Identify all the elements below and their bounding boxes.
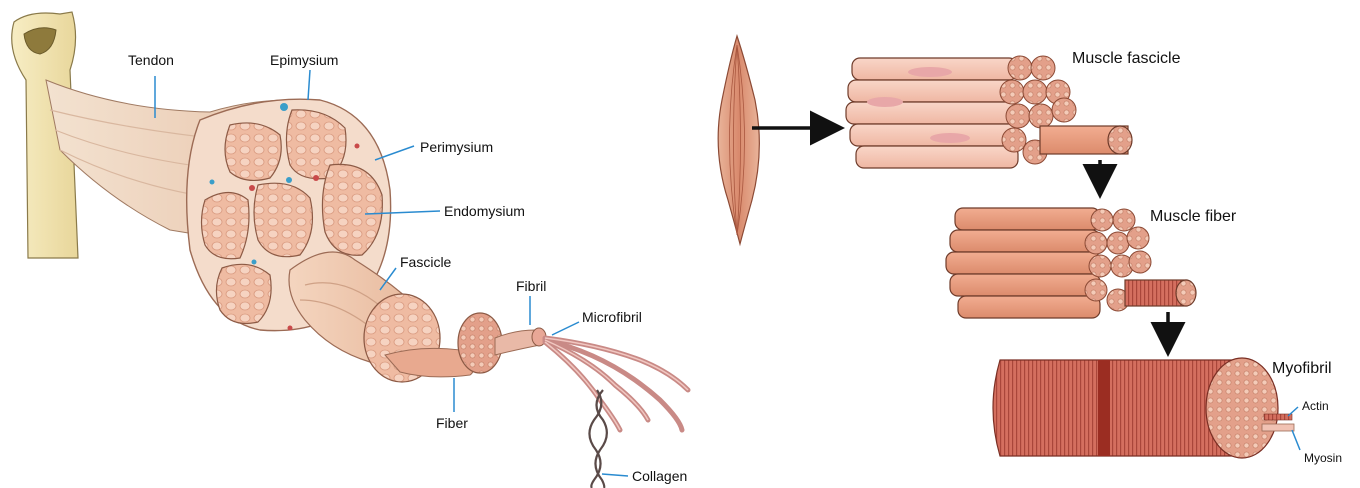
- right-diagram: Muscle fascicle Muscle fiber Myofibril A…: [718, 36, 1342, 465]
- label-collagen: Collagen: [632, 468, 687, 484]
- label-muscle-fascicle: Muscle fascicle: [1072, 50, 1181, 67]
- label-muscle-fiber: Muscle fiber: [1150, 208, 1237, 225]
- label-myosin: Myosin: [1304, 451, 1342, 465]
- left-diagram: Tendon Epimysium Perimysium Endomysium F…: [12, 12, 688, 488]
- label-fascicle: Fascicle: [400, 254, 452, 270]
- myofibril-cylinder: [993, 358, 1294, 458]
- label-actin: Actin: [1302, 399, 1329, 413]
- label-fiber: Fiber: [436, 415, 468, 431]
- label-endomysium: Endomysium: [444, 203, 525, 219]
- muscle-fascicle-bundle: [846, 56, 1132, 168]
- label-perimysium: Perimysium: [420, 139, 493, 155]
- label-tendon: Tendon: [128, 52, 174, 68]
- label-epimysium: Epimysium: [270, 52, 338, 68]
- label-fibril: Fibril: [516, 278, 546, 294]
- label-microfibril: Microfibril: [582, 309, 642, 325]
- label-myofibril: Myofibril: [1272, 360, 1332, 377]
